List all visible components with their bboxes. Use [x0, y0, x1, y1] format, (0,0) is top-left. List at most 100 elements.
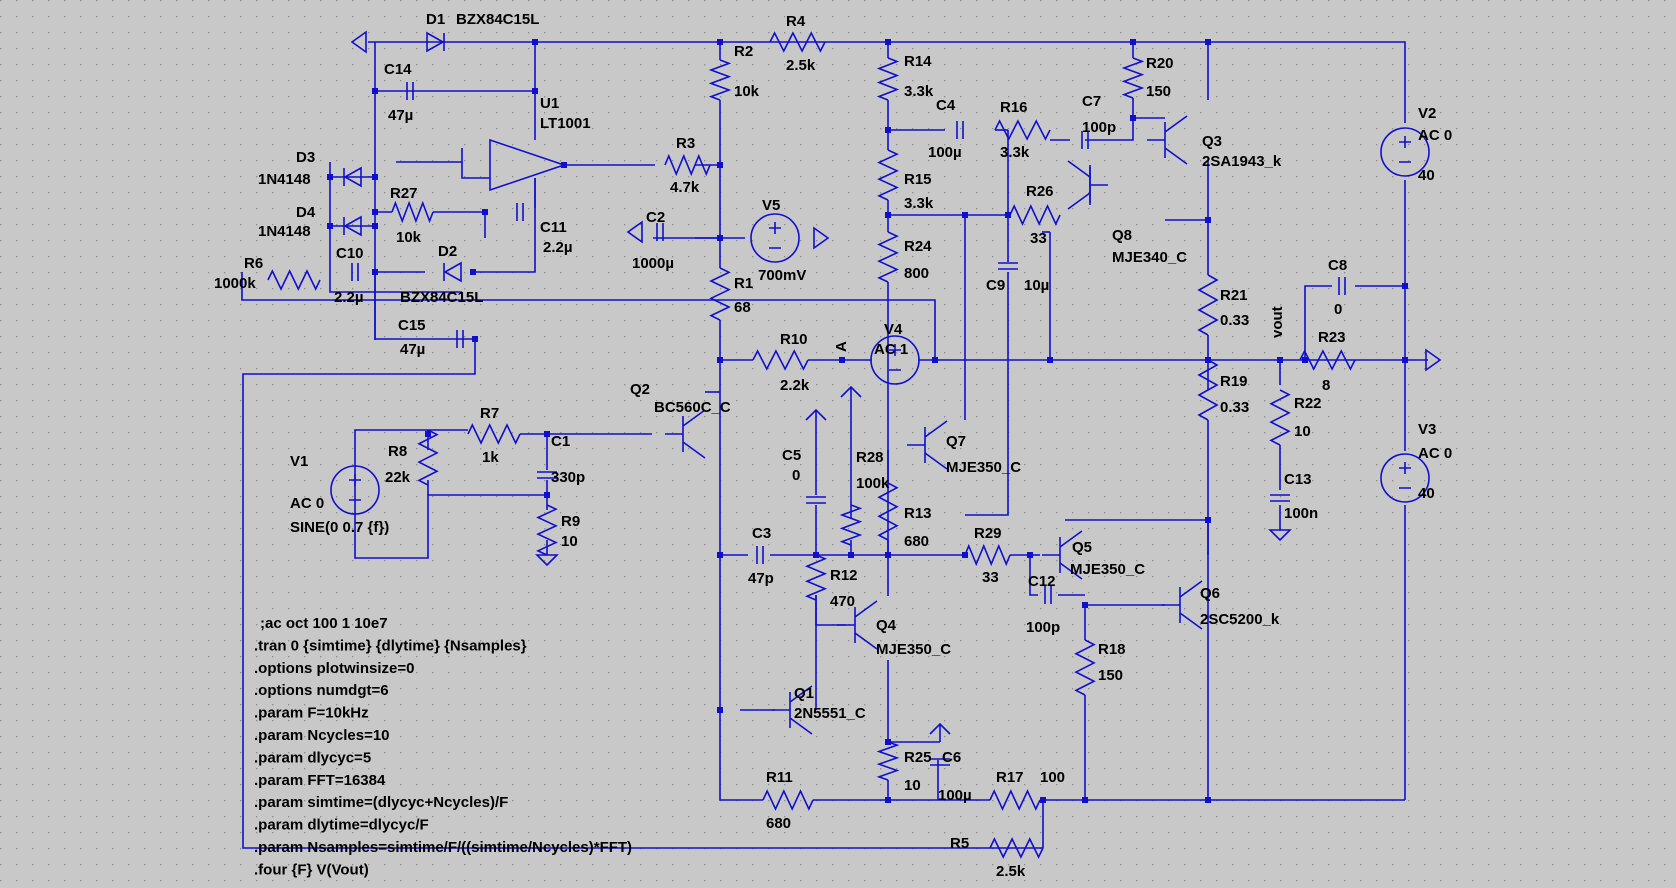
resistor-r26[interactable] — [1009, 204, 1061, 226]
capacitor-c1[interactable] — [537, 471, 557, 479]
diode-d3[interactable] — [343, 166, 362, 188]
transistor-q6[interactable] — [1162, 580, 1203, 630]
spice-directive[interactable]: .param Nsamples=simtime/F/((simtime/Ncyc… — [254, 839, 632, 856]
junction-dot — [372, 269, 378, 275]
resistor-r20[interactable] — [1121, 57, 1145, 99]
resistor-r28[interactable] — [839, 504, 863, 546]
resistor-r16[interactable] — [994, 119, 1051, 141]
junction-dot — [717, 357, 723, 363]
spice-directive[interactable]: .param Ncycles=10 — [254, 727, 390, 744]
resistor-r24[interactable] — [877, 231, 899, 283]
component-value: 2SC5200_k — [1200, 611, 1280, 628]
source-spec: AC 0 — [290, 495, 324, 512]
capacitor-c5[interactable] — [806, 496, 826, 504]
resistor-r10[interactable] — [752, 349, 809, 371]
net-label-vout: vout — [1269, 306, 1286, 338]
transistor-q4[interactable] — [837, 600, 878, 650]
resistor-r11[interactable] — [762, 789, 814, 811]
junction-dot — [1005, 212, 1011, 218]
resistor-r4[interactable] — [769, 31, 826, 53]
junction-dot — [1402, 283, 1408, 289]
resistor-r15[interactable] — [877, 149, 899, 201]
component-ref: Q5 — [1072, 539, 1092, 556]
spice-directive[interactable]: .options plotwinsize=0 — [254, 660, 414, 677]
component-ref: R10 — [780, 331, 808, 348]
capacitor-c3[interactable] — [756, 546, 764, 564]
capacitor-c14[interactable] — [406, 82, 414, 100]
spice-directive[interactable]: .options numdgt=6 — [254, 682, 389, 699]
capacitor-c9[interactable] — [998, 262, 1018, 270]
capacitor-c2[interactable] — [656, 223, 664, 241]
resistor-r6[interactable] — [267, 269, 321, 291]
junction-dot — [327, 174, 333, 180]
resistor-r3[interactable] — [664, 153, 711, 177]
resistor-r27[interactable] — [391, 200, 434, 224]
diode-d1[interactable] — [426, 31, 445, 53]
capacitor-c10[interactable] — [351, 263, 359, 281]
capacitor-c7[interactable] — [1081, 131, 1089, 149]
resistor-r14[interactable] — [876, 57, 900, 101]
resistor-r7[interactable] — [467, 423, 521, 445]
resistor-r23[interactable] — [1299, 349, 1356, 371]
junction-dot — [1040, 797, 1046, 803]
spice-directive[interactable]: .param simtime=(dlycyc+Ncycles)/F — [254, 794, 508, 811]
resistor-r5[interactable] — [989, 837, 1044, 859]
transistor-q7[interactable] — [907, 420, 948, 470]
spice-directive[interactable]: ;ac oct 100 1 10e7 — [260, 615, 388, 632]
capacitor-c6[interactable] — [930, 758, 950, 766]
resistor-r29[interactable] — [964, 543, 1011, 567]
transistor-q1[interactable] — [772, 685, 813, 735]
capacitor-c4[interactable] — [956, 121, 964, 139]
junction-dot — [1130, 39, 1136, 45]
voltage-source-v3[interactable] — [1380, 453, 1430, 503]
spice-directive[interactable]: .param FFT=16384 — [254, 772, 386, 789]
resistor-r12[interactable] — [804, 554, 828, 601]
component-value: 10 — [561, 533, 578, 550]
resistor-r1[interactable] — [709, 267, 731, 321]
junction-dot — [1205, 517, 1211, 523]
voltage-source-v4[interactable] — [870, 335, 920, 385]
component-value: 0.33 — [1220, 312, 1249, 329]
transistor-q2[interactable] — [665, 409, 706, 459]
component-value: AC 1 — [874, 341, 908, 358]
component-value: 1000µ — [632, 255, 674, 272]
capacitor-c15[interactable] — [456, 330, 464, 348]
spice-directive[interactable]: .four {F} V(Vout) — [254, 861, 369, 878]
resistor-r18[interactable] — [1074, 639, 1096, 696]
resistor-r2[interactable] — [708, 59, 732, 101]
junction-dot — [885, 212, 891, 218]
voltage-source-v2[interactable] — [1380, 127, 1430, 177]
component-value: 2.5k — [996, 863, 1026, 880]
junction-dot — [482, 209, 488, 215]
spice-directive[interactable]: .param F=10kHz — [254, 705, 369, 722]
spice-directive[interactable]: .param dlytime=dlycyc/F — [254, 817, 429, 834]
resistor-r9[interactable] — [536, 504, 558, 556]
resistor-r21[interactable] — [1197, 274, 1219, 336]
resistor-r8[interactable] — [417, 429, 439, 486]
resistor-r25[interactable] — [876, 741, 900, 781]
capacitor-c13[interactable] — [1270, 494, 1290, 502]
capacitor-c8[interactable] — [1338, 277, 1346, 295]
transistor-q3[interactable] — [1147, 115, 1188, 165]
transistor-q5[interactable] — [1042, 530, 1083, 580]
spice-directive[interactable]: .tran 0 {simtime} {dlytime} {Nsamples} — [254, 637, 527, 654]
resistor-r13[interactable] — [877, 482, 899, 541]
resistor-r22[interactable] — [1269, 389, 1291, 446]
voltage-source-v5[interactable] — [750, 213, 800, 263]
resistor-r19[interactable] — [1197, 359, 1219, 421]
diode-d2[interactable] — [443, 261, 462, 283]
capacitor-c12[interactable] — [1044, 586, 1052, 604]
opamp-u1[interactable] — [489, 138, 567, 192]
capacitor-c11[interactable] — [516, 203, 524, 221]
ground-r9 — [535, 554, 559, 567]
component-value: 0 — [792, 467, 800, 484]
junction-dot — [839, 357, 845, 363]
transistor-q8[interactable] — [1067, 160, 1108, 210]
component-ref: R28 — [856, 449, 884, 466]
resistor-r17[interactable] — [989, 789, 1041, 811]
junction-dot — [932, 357, 938, 363]
voltage-source-v1[interactable] — [330, 465, 380, 515]
spice-directive[interactable]: .param dlycyc=5 — [254, 749, 371, 766]
diode-d4[interactable] — [343, 215, 362, 237]
